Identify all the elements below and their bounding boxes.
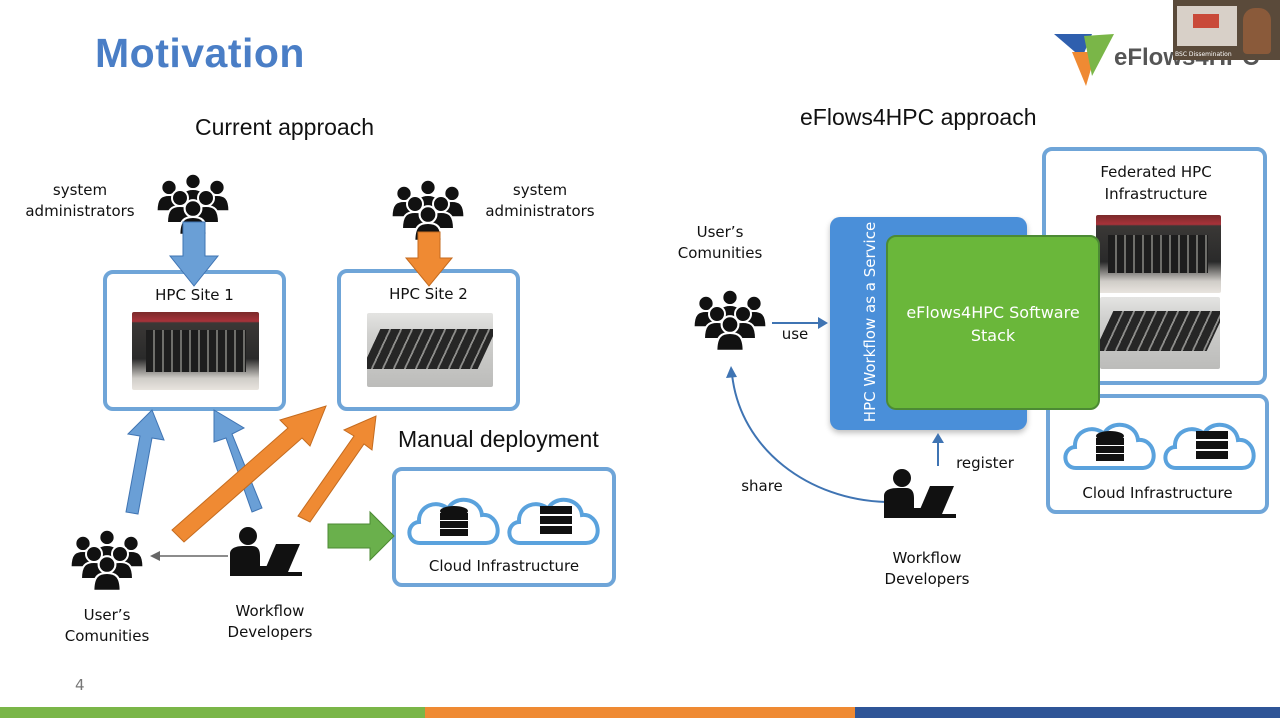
- cloud-server-icon: [507, 497, 600, 545]
- admin-to-site2-arrow: [404, 231, 454, 287]
- users-right-label: User’s Comunities: [677, 223, 763, 262]
- sysadmin-left-label: system administrators: [25, 181, 135, 220]
- hpc-site-2-label: HPC Site 2: [389, 285, 468, 303]
- page-number: 4: [75, 676, 85, 694]
- hpc-site-2-box: HPC Site 2: [337, 269, 520, 411]
- cloud-server-icon: [1163, 422, 1256, 470]
- users-group-right-icon: [694, 290, 767, 351]
- developers-left-label: Workflow Developers: [227, 602, 313, 641]
- cloud-database-icon: [407, 497, 500, 545]
- cloud-database-icon: [1063, 422, 1156, 470]
- hpc-site-2-photo: [367, 313, 493, 387]
- users-to-site1-arrow: [125, 409, 165, 515]
- hpc-site-1-label: HPC Site 1: [155, 286, 234, 304]
- users-left-label: User’s Comunities: [64, 606, 150, 645]
- eflows-logo-mark-icon: [1054, 34, 1114, 86]
- eflows-arrows: [660, 270, 956, 518]
- developers-to-cloud-arrow: [327, 510, 395, 562]
- users-to-site2-arrow: [171, 405, 327, 543]
- cloud-infra-right-box: Cloud Infrastructure: [1046, 394, 1269, 514]
- footer-bar-green: [0, 707, 425, 718]
- federated-photo-1: [1096, 215, 1221, 293]
- share-label: share: [741, 477, 783, 495]
- use-label: use: [781, 325, 809, 343]
- footer-bar-blue: [855, 707, 1280, 718]
- sysadmin-right-label: system administrators: [485, 181, 595, 220]
- footer-bar-orange: [425, 707, 855, 718]
- cloud-infra-left-label: Cloud Infrastructure: [428, 557, 580, 575]
- developer-left-icon: [230, 527, 302, 576]
- developers-to-site2-arrow: [297, 415, 377, 523]
- register-label: register: [956, 454, 1014, 472]
- cloud-icons-left: [407, 497, 600, 545]
- software-stack-box: eFlows4HPC Software Stack: [886, 235, 1100, 410]
- developers-to-site1-arrow: [213, 409, 263, 513]
- users-group-left-icon: [71, 530, 144, 591]
- current-approach-arrows: [0, 140, 640, 700]
- software-stack-label: eFlows4HPC Software Stack: [906, 303, 1080, 345]
- webcam-caption: BSC Dissemination: [1175, 51, 1232, 58]
- admin-to-site1-arrow: [168, 221, 220, 287]
- cloud-infra-right-label: Cloud Infrastructure: [1082, 484, 1233, 502]
- manual-deployment-heading: Manual deployment: [398, 426, 599, 452]
- developer-right-icon: [884, 469, 956, 518]
- federated-photo-2: [1100, 297, 1220, 369]
- slide-title: Motivation: [95, 30, 305, 76]
- current-approach-heading: Current approach: [195, 114, 374, 140]
- hpc-site-1-photo: [132, 312, 259, 390]
- eflows-approach-heading: eFlows4HPC approach: [800, 104, 1037, 130]
- cloud-infra-left-box: Cloud Infrastructure: [392, 467, 616, 587]
- developers-right-label: Workflow Developers: [884, 549, 970, 588]
- webcam-thumbnail[interactable]: BSC Dissemination: [1173, 0, 1280, 60]
- cloud-icons-right: [1063, 422, 1256, 470]
- federated-hpc-label: Federated HPC Infrastructure: [1100, 163, 1212, 203]
